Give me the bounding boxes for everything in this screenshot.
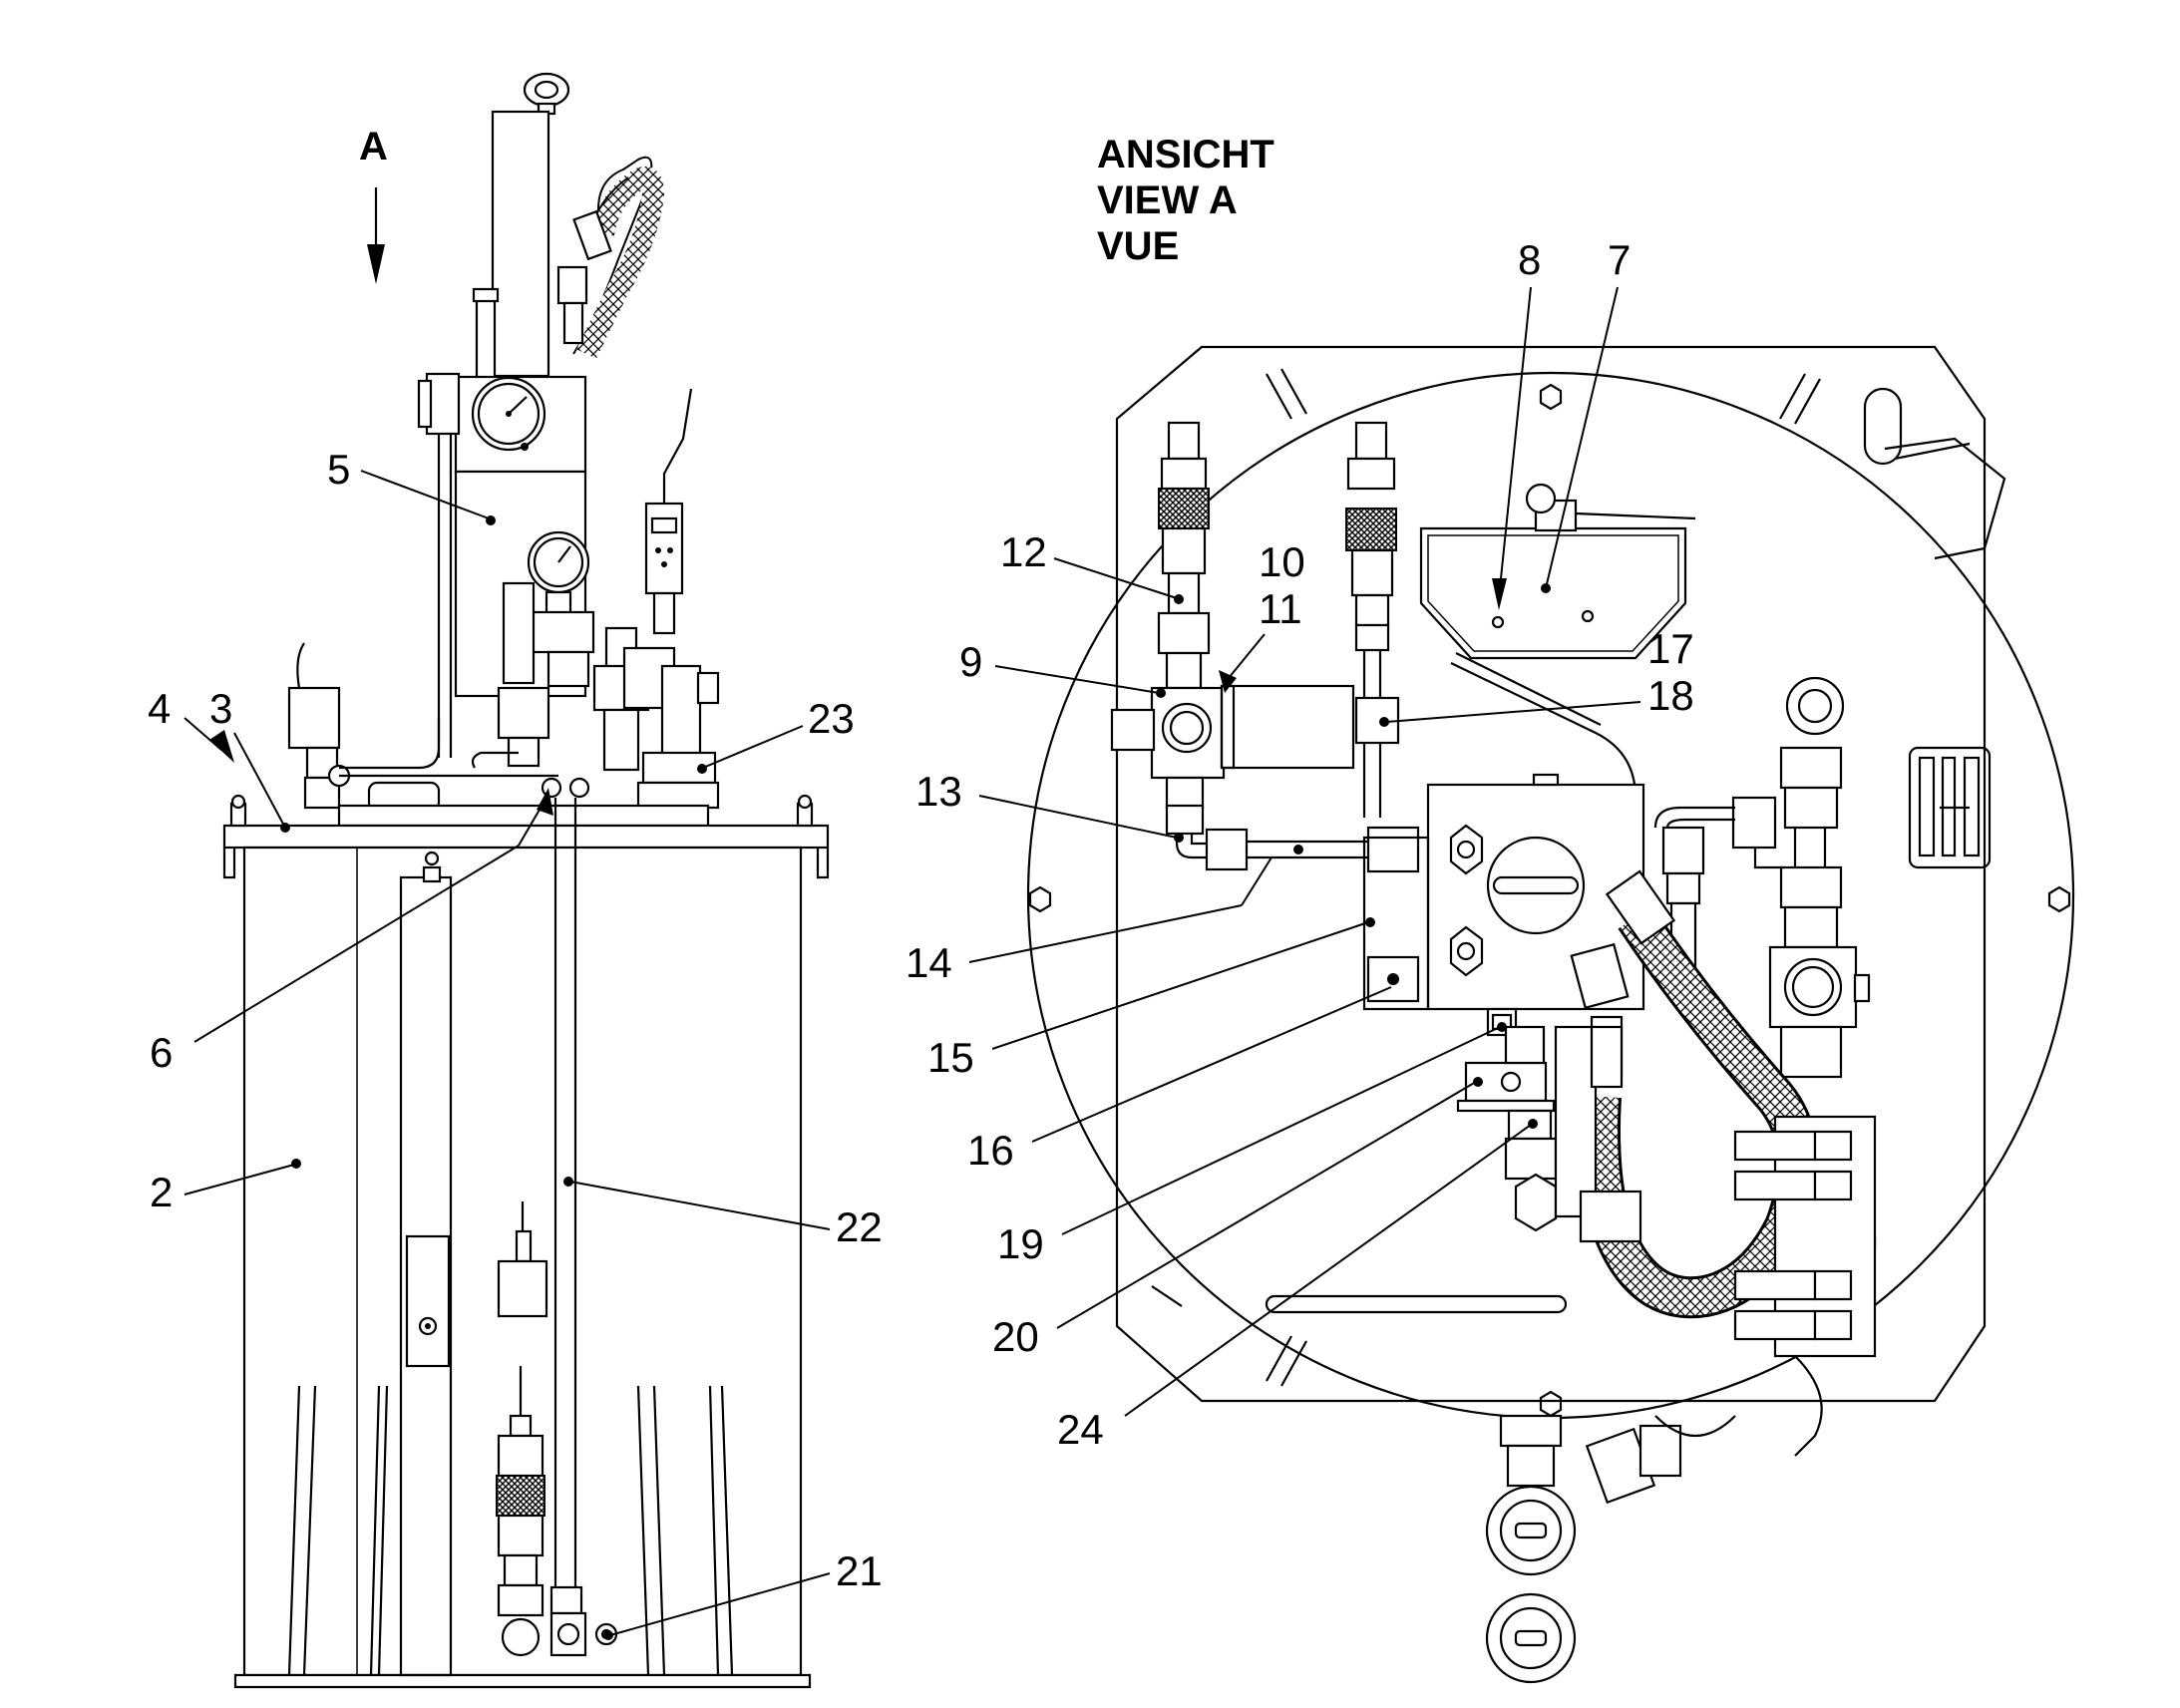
callouts-top: 8 7 12 10 11 9 17 18 13 14 15 16 19 20 2… — [906, 236, 1694, 1453]
lifting-eye-icon — [523, 72, 570, 116]
callout-13: 13 — [915, 768, 962, 815]
callout-21: 21 — [836, 1547, 883, 1594]
callout-23: 23 — [808, 695, 855, 742]
callout-18: 18 — [1647, 672, 1694, 719]
callout-9: 9 — [959, 638, 982, 685]
view-arrow-label: A — [359, 125, 388, 169]
bottom-fittings — [1485, 1414, 1736, 1684]
pressure-gauge-icon — [527, 530, 590, 594]
callout-15: 15 — [927, 1034, 974, 1081]
valve-assembly-center — [497, 530, 720, 810]
right-fittings — [1653, 676, 1871, 1079]
solenoid-valve-icon — [287, 642, 351, 810]
callout-11: 11 — [1259, 585, 1302, 632]
tank-lid — [222, 794, 830, 888]
callout-20: 20 — [992, 1313, 1039, 1360]
callout-17: 17 — [1647, 625, 1694, 672]
callout-22: 22 — [836, 1203, 883, 1250]
connecting-pipe — [1175, 826, 1420, 873]
callout-3: 3 — [209, 685, 232, 732]
pressure-gauge-icon — [471, 376, 546, 452]
pressure-sensor — [644, 388, 693, 635]
side-view — [222, 72, 830, 1689]
view-title-line-3: VUE — [1097, 224, 1179, 268]
quick-coupling-icon — [1157, 421, 1211, 698]
callout-5: 5 — [327, 446, 350, 493]
callout-8: 8 — [1518, 236, 1541, 283]
view-title-line-1: ANSICHT — [1097, 133, 1274, 176]
callout-16: 16 — [967, 1127, 1014, 1174]
quick-coupling-icon — [496, 1366, 545, 1657]
callout-14: 14 — [906, 939, 952, 986]
view-title-line-2: VIEW A — [1097, 178, 1238, 222]
tank-body — [233, 846, 812, 1689]
name-plaque — [1419, 483, 1696, 660]
callouts-side: 5 4 3 23 6 2 22 21 — [148, 446, 883, 1640]
solenoid-valve-icon — [1110, 684, 1355, 836]
suction-pipe — [549, 798, 618, 1657]
callout-10: 10 — [1259, 538, 1305, 585]
callout-6: 6 — [150, 1029, 173, 1076]
lid-piping — [337, 718, 710, 828]
braided-hose-icon — [556, 156, 665, 359]
callout-24: 24 — [1057, 1406, 1104, 1453]
pump-cylinder — [472, 110, 550, 381]
callout-19: 19 — [997, 1220, 1044, 1267]
quick-coupling-icon — [1345, 421, 1400, 818]
callout-12: 12 — [1000, 528, 1047, 575]
logo-mark — [1908, 746, 1992, 869]
top-view — [1026, 345, 2075, 1684]
callout-7: 7 — [1608, 236, 1631, 283]
callout-2: 2 — [150, 1169, 173, 1215]
callout-4: 4 — [148, 685, 171, 732]
terminal-bracket — [1733, 1115, 1877, 1457]
view-arrow — [367, 187, 385, 284]
